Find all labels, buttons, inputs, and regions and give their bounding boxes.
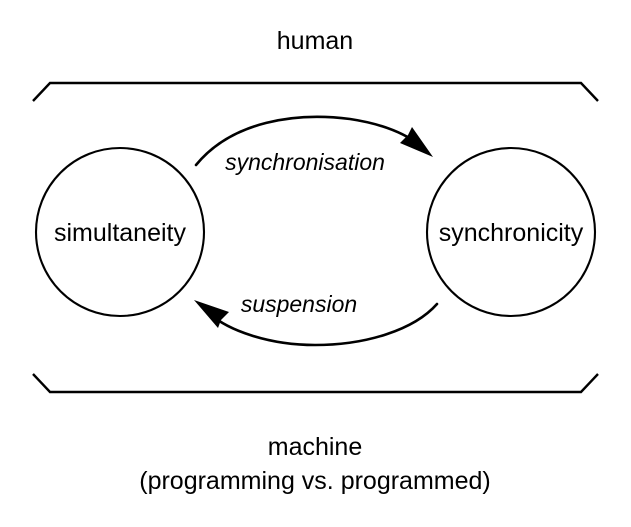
bottom-bracket — [32, 373, 599, 394]
top-bracket-path — [32, 81, 599, 102]
node-synchronicity[interactable]: synchronicity — [425, 146, 597, 318]
node-circle-left — [34, 146, 206, 318]
node-circle-right — [425, 146, 597, 318]
node-simultaneity[interactable]: simultaneity — [34, 146, 206, 318]
edge-suspension[interactable]: suspension — [194, 291, 439, 347]
edge-curve-top — [194, 115, 423, 167]
edge-curve-bottom — [208, 302, 439, 347]
edge-label-suspension: suspension — [241, 291, 357, 317]
top-group-label: human — [277, 27, 353, 55]
node-label-simultaneity: simultaneity — [54, 219, 186, 247]
arrowhead-bottom-left — [194, 300, 229, 328]
edge-label-synchronisation: synchronisation — [225, 149, 385, 175]
top-bracket — [32, 81, 599, 102]
bottom-group-label-line1: machine — [268, 433, 363, 461]
bottom-bracket-path — [32, 373, 599, 394]
bottom-group-label-line2: (programming vs. programmed) — [139, 467, 491, 495]
edge-synchronisation[interactable]: synchronisation — [194, 115, 433, 175]
arrowhead-top-right — [400, 127, 433, 157]
node-label-synchronicity: synchronicity — [439, 219, 584, 247]
